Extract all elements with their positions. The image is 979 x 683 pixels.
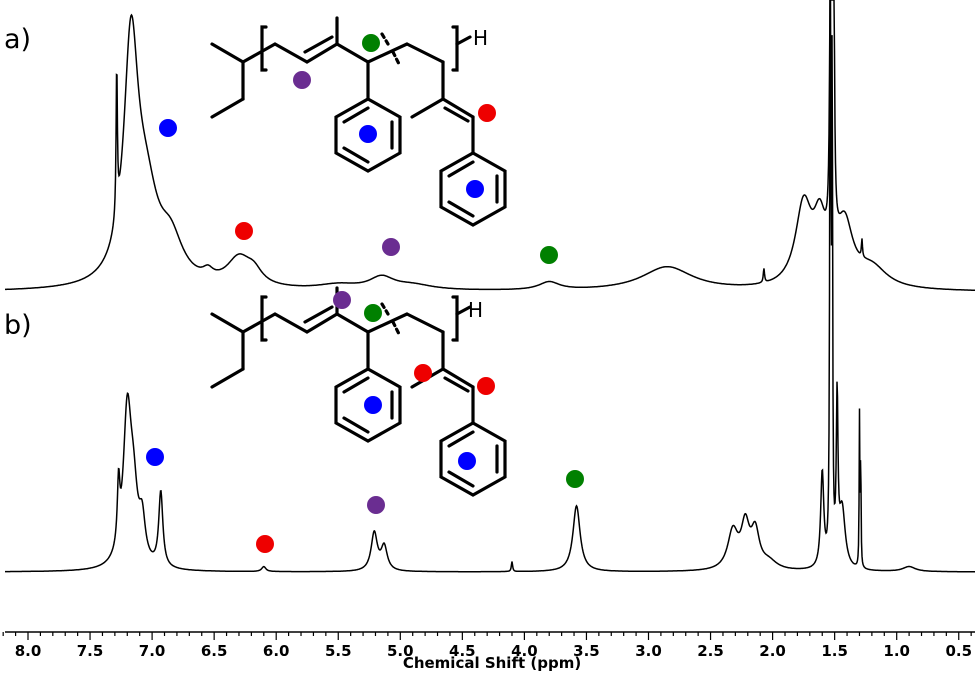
x-tick-label: 6.5 — [201, 642, 228, 660]
end-group-h-b: H — [468, 298, 483, 322]
x-tick-label: 2.5 — [697, 642, 724, 660]
x-tick-label: 7.5 — [77, 642, 104, 660]
x-axis: 8.0 7.5 7.0 6.5 6.0 5.5 5.0 4.5 4.0 3.5 3.0 2.5 2.0 1… — [2, 631, 975, 660]
end-group-h-a: H — [473, 26, 488, 50]
x-tick-label: 5.5 — [325, 642, 352, 660]
green-assignment-marker — [540, 246, 558, 264]
x-tick-label: 0.5 — [945, 642, 972, 660]
x-tick-label: 4.5 — [449, 642, 476, 660]
green-assignment-marker — [566, 470, 584, 488]
x-tick-label: 6.0 — [263, 642, 290, 660]
purple-assignment-marker — [333, 291, 351, 309]
green-assignment-marker — [362, 34, 380, 52]
blue-assignment-marker — [146, 448, 164, 466]
x-tick-label: 8.0 — [15, 642, 42, 660]
x-axis-title: Chemical Shift (ppm) — [403, 654, 581, 672]
chemical-structure-a: H — [210, 16, 507, 227]
x-tick-label: 2.0 — [759, 642, 786, 660]
purple-assignment-marker — [367, 496, 385, 514]
red-assignment-marker — [256, 535, 274, 553]
spectrum-b — [5, 0, 975, 573]
x-tick-label: 1.0 — [883, 642, 910, 660]
chemical-structure-b: H — [210, 286, 507, 497]
blue-assignment-marker — [359, 125, 377, 143]
blue-assignment-marker — [466, 180, 484, 198]
spectrum-a — [5, 0, 975, 291]
panel-label-a: a) — [4, 24, 31, 55]
blue-assignment-marker — [458, 452, 476, 470]
blue-assignment-marker — [159, 119, 177, 137]
x-tick-label: 4.0 — [511, 642, 538, 660]
green-assignment-marker — [364, 304, 382, 322]
purple-assignment-marker — [382, 238, 400, 256]
purple-assignment-marker — [293, 71, 311, 89]
red-assignment-marker — [414, 364, 432, 382]
panel-label-b: b) — [4, 310, 32, 341]
x-tick-label: 3.5 — [573, 642, 600, 660]
x-tick-label: 3.0 — [635, 642, 662, 660]
red-assignment-marker — [235, 222, 253, 240]
x-tick-label: 1.5 — [821, 642, 848, 660]
red-assignment-marker — [477, 377, 495, 395]
red-assignment-marker — [478, 104, 496, 122]
x-tick-label: 7.0 — [139, 642, 166, 660]
spectra — [5, 0, 975, 573]
blue-assignment-marker — [364, 396, 382, 414]
assignment-markers — [146, 34, 584, 553]
x-tick-label: 5.0 — [387, 642, 414, 660]
